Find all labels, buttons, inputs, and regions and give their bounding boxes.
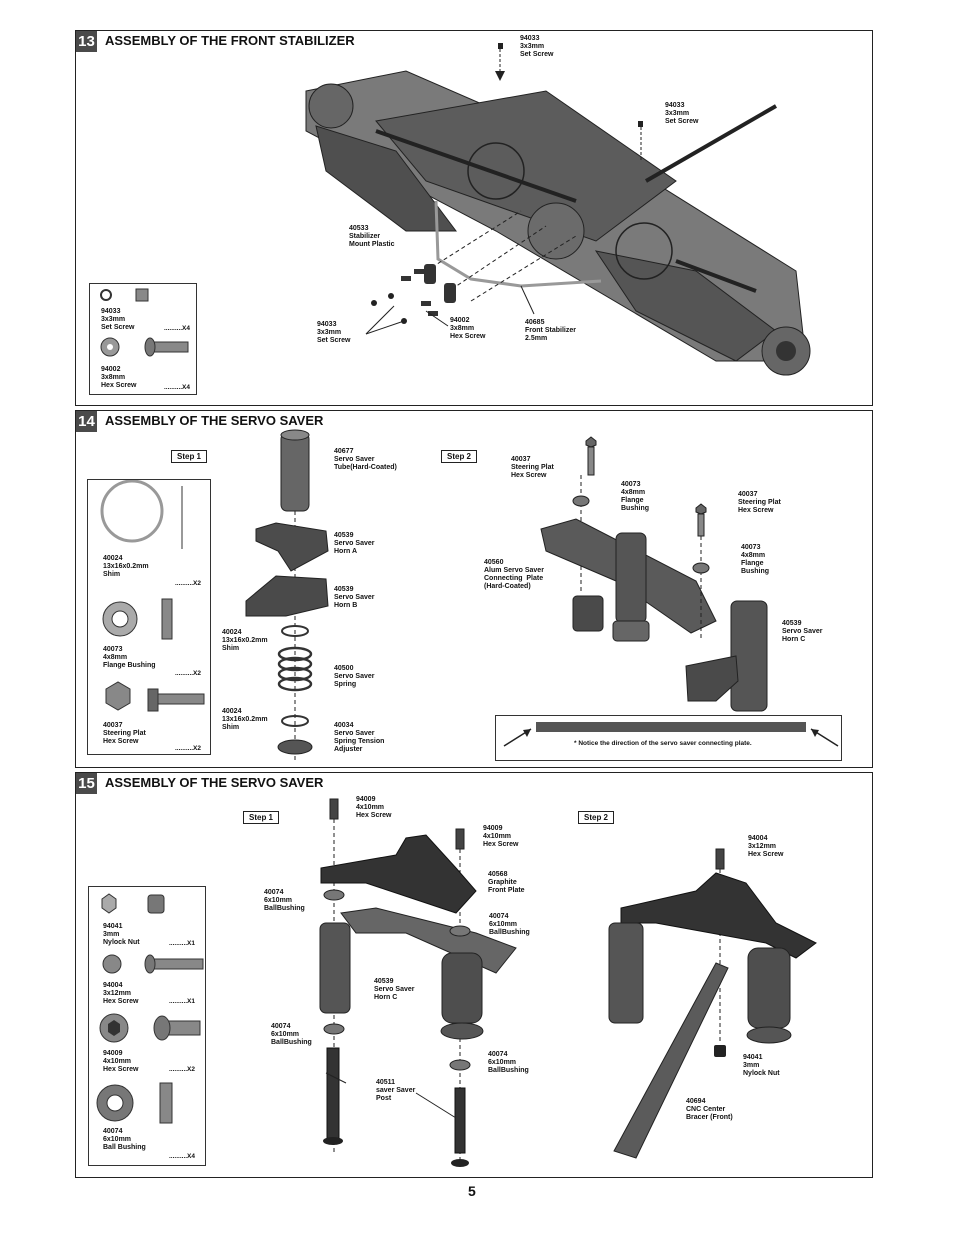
- part-quantity: ..........X4: [164, 325, 191, 332]
- callout-label: 40074 6x10mm BallBushing: [488, 1051, 529, 1074]
- part-quantity: ..........X1: [169, 998, 196, 1005]
- callout-label: 94009 4x10mm Hex Screw: [483, 825, 519, 848]
- note-box: * Notice the direction of the servo save…: [495, 715, 842, 761]
- callout-label: 40560 Alum Servo Saver Connecting Plate …: [484, 559, 544, 590]
- part-label: 40074 6x10mm Ball Bushing: [103, 1128, 146, 1151]
- callout-label: 94009 4x10mm Hex Screw: [356, 796, 392, 819]
- callout-label: 40568 Graphite Front Plate: [488, 871, 525, 894]
- parts-box: 40024 13x16x0.2mm Shim ..........X2 4007…: [87, 479, 211, 755]
- section-title: ASSEMBLY OF THE SERVO SAVER: [105, 413, 324, 428]
- part-label: 40024 13x16x0.2mm Shim: [103, 555, 149, 578]
- part-label: 94033 3x3mm Set Screw: [101, 308, 135, 331]
- step-2-label: Step 2: [441, 450, 478, 463]
- section-14: 14 ASSEMBLY OF THE SERVO SAVER: [75, 410, 873, 768]
- part-label: 94041 3mm Nylock Nut: [103, 923, 140, 946]
- part-label: 40073 4x8mm Flange Bushing: [103, 646, 156, 669]
- section-title: ASSEMBLY OF THE FRONT STABILIZER: [105, 33, 355, 48]
- callout-label: 40539 Servo Saver Horn A: [334, 532, 375, 555]
- section-13: 13 ASSEMBLY OF THE FRONT STABILIZER: [75, 30, 873, 406]
- callout-label: 40539 Servo Saver Horn C: [374, 978, 415, 1001]
- part-quantity: ..........X4: [169, 1153, 196, 1160]
- step-1-label: Step 1: [243, 811, 280, 824]
- part-quantity: ..........X2: [175, 580, 202, 587]
- callout-label: 40024 13x16x0.2mm Shim: [222, 629, 268, 652]
- step-1-label: Step 1: [171, 450, 208, 463]
- callout-label: 94004 3x12mm Hex Screw: [748, 835, 784, 858]
- orientation-note: * Notice the direction of the servo save…: [574, 740, 752, 747]
- parts-box: 94033 3x3mm Set Screw ..........X4 94002…: [89, 283, 197, 395]
- parts-box: 94041 3mm Nylock Nut ..........X1 94004 …: [88, 886, 206, 1166]
- servo-saver-assembly-illustration: [96, 798, 817, 1167]
- part-quantity: ..........X2: [175, 670, 202, 677]
- callout-label: 40073 4x8mm Flange Bushing: [621, 481, 649, 512]
- callout-label: 40034 Servo Saver Spring Tension Adjuste…: [334, 722, 385, 753]
- callout-label: 94033 3x3mm Set Screw: [520, 35, 554, 58]
- section-15: 15 ASSEMBLY OF THE SERVO SAVER: [75, 772, 873, 1178]
- callout-label: 40037 Steering Plat Hex Screw: [511, 456, 554, 479]
- callout-label: 40685 Front Stabilizer 2.5mm: [525, 319, 576, 342]
- callout-label: 40073 4x8mm Flange Bushing: [741, 544, 769, 575]
- callout-label: 40539 Servo Saver Horn C: [782, 620, 823, 643]
- callout-label: 40024 13x16x0.2mm Shim: [222, 708, 268, 731]
- callout-label: 40500 Servo Saver Spring: [334, 665, 375, 688]
- callout-label: 94041 3mm Nylock Nut: [743, 1054, 780, 1077]
- section-number: 15: [76, 773, 97, 794]
- callout-label: 40677 Servo Saver Tube(Hard-Coated): [334, 448, 397, 471]
- page-number: 5: [468, 1183, 476, 1199]
- callout-label: 40694 CNC Center Bracer (Front): [686, 1098, 733, 1121]
- callout-label: 40037 Steering Plat Hex Screw: [738, 491, 781, 514]
- part-label: 94009 4x10mm Hex Screw: [103, 1050, 139, 1073]
- section-title: ASSEMBLY OF THE SERVO SAVER: [105, 775, 324, 790]
- part-label: 94004 3x12mm Hex Screw: [103, 982, 139, 1005]
- part-label: 94002 3x8mm Hex Screw: [101, 366, 137, 389]
- section-number: 13: [76, 31, 97, 52]
- callout-label: 94002 3x8mm Hex Screw: [450, 317, 486, 340]
- callout-label: 40074 6x10mm BallBushing: [489, 913, 530, 936]
- part-label: 40037 Steering Plat Hex Screw: [103, 722, 146, 745]
- callout-label: 40539 Servo Saver Horn B: [334, 586, 375, 609]
- callout-label: 40533 Stabilizer Mount Plastic: [349, 225, 395, 248]
- section-number: 14: [76, 411, 97, 432]
- callout-label: 40074 6x10mm BallBushing: [264, 889, 305, 912]
- callout-label: 94033 3x3mm Set Screw: [317, 321, 351, 344]
- part-quantity: ..........X4: [164, 384, 191, 391]
- part-quantity: ..........X1: [169, 940, 196, 947]
- step-2-label: Step 2: [578, 811, 615, 824]
- callout-label: 40074 6x10mm BallBushing: [271, 1023, 312, 1046]
- servo-saver-illustration: [100, 429, 839, 761]
- part-quantity: ..........X2: [175, 745, 202, 752]
- part-quantity: ..........X2: [169, 1066, 196, 1073]
- callout-label: 40511 saver Saver Post: [376, 1079, 416, 1102]
- callout-label: 94033 3x3mm Set Screw: [665, 102, 699, 125]
- front-stabilizer-illustration: [100, 43, 811, 376]
